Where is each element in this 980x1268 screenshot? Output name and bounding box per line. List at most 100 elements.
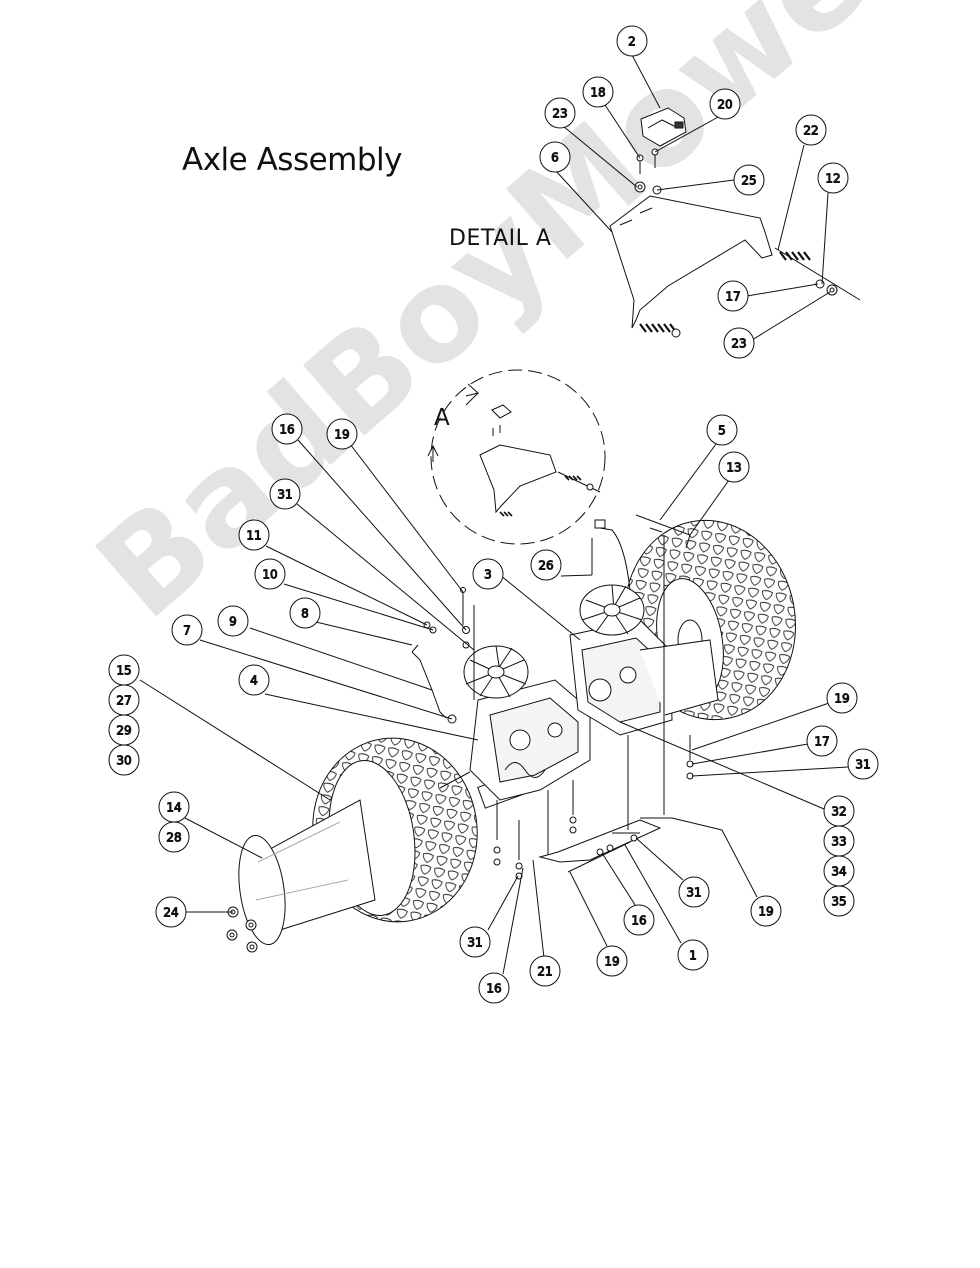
callout: 27 <box>108 684 140 716</box>
callout: 1 <box>677 939 709 971</box>
callout: 17 <box>717 280 749 312</box>
callout-label: 19 <box>604 955 619 969</box>
callout: 19 <box>750 895 782 927</box>
callout: 14 <box>158 791 190 823</box>
callout: 9 <box>217 605 249 637</box>
callout-label: 8 <box>301 607 309 621</box>
callout: 11 <box>238 519 270 551</box>
callout-label: 21 <box>537 965 552 979</box>
detail-a-drawing <box>609 107 861 338</box>
callout-label: 10 <box>262 568 277 582</box>
callout-label: 25 <box>741 174 756 188</box>
callout-label: 17 <box>814 735 829 749</box>
callout-label: 31 <box>277 488 292 502</box>
callout-label: 30 <box>116 754 131 768</box>
callout-label: 16 <box>279 423 294 437</box>
callout: 5 <box>706 414 738 446</box>
callout-label: 23 <box>731 337 746 351</box>
callout: 13 <box>718 451 750 483</box>
callout-label: 11 <box>246 529 261 543</box>
callout-label: 20 <box>717 98 732 112</box>
detail-a-marker: A <box>434 405 450 431</box>
callout: 19 <box>326 418 358 450</box>
callout: 3 <box>472 558 504 590</box>
leader-lines <box>139 54 849 975</box>
callout: 6 <box>539 141 571 173</box>
callout-label: 7 <box>183 624 191 638</box>
callout: 34 <box>823 855 855 887</box>
callout-label: 33 <box>831 835 846 849</box>
callout: 16 <box>271 413 303 445</box>
callout: 35 <box>823 885 855 917</box>
callout: 20 <box>709 88 741 120</box>
callout-label: 23 <box>552 107 567 121</box>
callout: 31 <box>847 748 879 780</box>
left-transaxle <box>439 645 591 801</box>
callout-label: 27 <box>116 694 131 708</box>
callout-label: 22 <box>803 124 818 138</box>
callout: 30 <box>108 744 140 776</box>
callout: 24 <box>155 896 187 928</box>
callout-label: 26 <box>538 559 553 573</box>
callout-label: 35 <box>831 895 846 909</box>
callout-label: 32 <box>831 805 846 819</box>
callout: 17 <box>806 725 838 757</box>
callout: 29 <box>108 714 140 746</box>
callout-label: 19 <box>758 905 773 919</box>
callout: 2 <box>616 25 648 57</box>
callout: 21 <box>529 955 561 987</box>
callout-label: 19 <box>834 692 849 706</box>
callout-label: 17 <box>725 290 740 304</box>
callout-label: 15 <box>116 664 131 678</box>
callout-label: 2 <box>628 35 636 49</box>
detail-a-label: DETAIL A <box>449 226 552 251</box>
callout: 19 <box>826 682 858 714</box>
callout: 28 <box>158 821 190 853</box>
callout-label: 28 <box>166 831 181 845</box>
callout: 12 <box>817 162 849 194</box>
callout-label: 29 <box>116 724 131 738</box>
callout: 31 <box>678 876 710 908</box>
callout: 31 <box>269 478 301 510</box>
callout: 16 <box>478 972 510 1004</box>
callout: 25 <box>733 164 765 196</box>
callouts: 2 18 20 23 6 25 22 12 17 23 16 19 31 11 … <box>108 25 879 1004</box>
callout-label: 9 <box>229 615 237 629</box>
callout-label: 31 <box>686 886 701 900</box>
callout-label: 31 <box>467 936 482 950</box>
callout: 16 <box>623 904 655 936</box>
callout: 26 <box>530 549 562 581</box>
callout-label: 13 <box>726 461 741 475</box>
right-transaxle <box>569 584 719 736</box>
callout: 23 <box>544 97 576 129</box>
callout-label: 6 <box>551 151 559 165</box>
callout: 4 <box>238 664 270 696</box>
callout-label: 19 <box>334 428 349 442</box>
callout-label: 1 <box>689 949 697 963</box>
callout: 7 <box>171 614 203 646</box>
callout: 10 <box>254 558 286 590</box>
callout: 19 <box>596 945 628 977</box>
callout: 33 <box>823 825 855 857</box>
callout-label: 18 <box>590 86 605 100</box>
callout: 8 <box>289 597 321 629</box>
right-fan <box>579 584 645 636</box>
page-title: Axle Assembly <box>182 142 403 178</box>
callout: 15 <box>108 654 140 686</box>
callout-label: 24 <box>163 906 178 920</box>
callout-label: 31 <box>855 758 870 772</box>
callout-label: 14 <box>166 801 181 815</box>
callout-label: 5 <box>718 424 726 438</box>
callout-label: 34 <box>831 865 846 879</box>
callout-label: 12 <box>825 172 840 186</box>
callout-label: 16 <box>631 914 646 928</box>
linkage <box>411 514 694 880</box>
callout-label: 16 <box>486 982 501 996</box>
callout: 22 <box>795 114 827 146</box>
callout: 31 <box>459 926 491 958</box>
lug-nuts <box>226 906 258 953</box>
callout: 23 <box>723 327 755 359</box>
callout-label: 4 <box>250 674 258 688</box>
